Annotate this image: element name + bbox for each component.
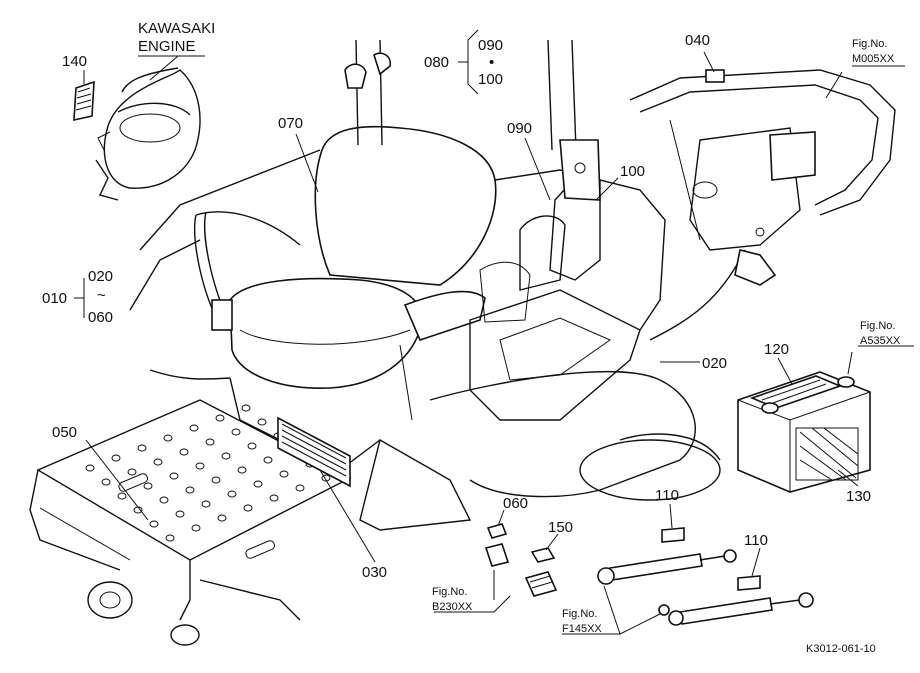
floor-hole bbox=[111, 454, 121, 462]
figref-a535-line2: A535XX bbox=[860, 335, 901, 347]
floor-hole bbox=[195, 462, 205, 470]
figref-m005-line1: Fig.No. bbox=[852, 38, 887, 50]
callout-100-top: 100 bbox=[478, 71, 503, 88]
floor-hole bbox=[117, 492, 127, 500]
seat-assembly bbox=[193, 125, 497, 421]
figref-b230-line1: Fig.No. bbox=[432, 586, 467, 598]
callout-120: 120 bbox=[764, 341, 789, 358]
floor-hole bbox=[153, 458, 163, 466]
floor-hole bbox=[231, 428, 241, 436]
callout-060: 060 bbox=[503, 495, 528, 512]
gas-struts bbox=[597, 527, 814, 626]
floor-hole bbox=[179, 448, 189, 456]
floor-hole bbox=[269, 494, 279, 502]
figref-a535-line1: Fig.No. bbox=[860, 320, 895, 332]
floor-hole bbox=[247, 442, 257, 450]
floor-hole bbox=[101, 478, 111, 486]
figref-b230-line2: B230XX bbox=[432, 601, 473, 613]
callout-040: 040 bbox=[685, 32, 710, 49]
floor-hole bbox=[85, 464, 95, 472]
panel-030 bbox=[277, 416, 351, 488]
floor-hole bbox=[169, 472, 179, 480]
leader-lines bbox=[74, 29, 914, 635]
figref-f145-line1: Fig.No. bbox=[562, 608, 597, 620]
floor-hole bbox=[263, 456, 273, 464]
callout-020-range-start: 020 bbox=[88, 268, 113, 285]
decal-140 bbox=[73, 70, 95, 122]
callout-030: 030 bbox=[362, 564, 387, 581]
floor-hole bbox=[201, 500, 211, 508]
callout-dot: • bbox=[489, 54, 494, 71]
floor-hole bbox=[149, 520, 159, 528]
floor-hole bbox=[215, 414, 225, 422]
floor-hole bbox=[237, 466, 247, 474]
floor-hole bbox=[279, 470, 289, 478]
engine-label-line2: ENGINE bbox=[138, 38, 196, 55]
floor-hole bbox=[295, 484, 305, 492]
floor-hole bbox=[165, 534, 175, 542]
engine-label-line1: KAWASAKI bbox=[138, 20, 215, 37]
callout-140: 140 bbox=[62, 53, 87, 70]
floor-hole bbox=[243, 504, 253, 512]
floor-hole bbox=[253, 480, 263, 488]
callout-150: 150 bbox=[548, 519, 573, 536]
floor-hole bbox=[257, 418, 267, 426]
floor-hole bbox=[159, 496, 169, 504]
floor-hole bbox=[227, 490, 237, 498]
floor-hole bbox=[137, 444, 147, 452]
floor-hole bbox=[189, 424, 199, 432]
floor-holes bbox=[85, 404, 331, 542]
callout-090: 090 bbox=[507, 120, 532, 137]
floor-hole bbox=[185, 486, 195, 494]
floor-hole bbox=[127, 468, 137, 476]
floor-hole bbox=[241, 404, 251, 412]
floor-hole bbox=[211, 476, 221, 484]
battery bbox=[737, 371, 871, 493]
floor-hole bbox=[143, 482, 153, 490]
callout-110-upper: 110 bbox=[655, 487, 679, 504]
figref-m005-line2: M005XX bbox=[852, 53, 895, 65]
small-parts bbox=[484, 523, 558, 597]
rear-frame bbox=[629, 69, 896, 341]
floor-hole bbox=[163, 434, 173, 442]
callout-010: 010 bbox=[42, 290, 67, 307]
callout-070: 070 bbox=[278, 115, 303, 132]
callout-range-tilde: ~ bbox=[97, 287, 106, 304]
engine-illustration bbox=[95, 55, 205, 201]
floor-hole bbox=[205, 438, 215, 446]
callout-100: 100 bbox=[620, 163, 645, 180]
callout-090-top: 090 bbox=[478, 37, 503, 54]
callout-080: 080 bbox=[424, 54, 449, 71]
floor-hole bbox=[191, 524, 201, 532]
diagram-code: K3012-061-10 bbox=[806, 643, 876, 655]
callout-130: 130 bbox=[846, 488, 871, 505]
floor-hole bbox=[217, 514, 227, 522]
callout-050: 050 bbox=[52, 424, 77, 441]
rops-posts bbox=[344, 39, 601, 201]
callout-020: 020 bbox=[702, 355, 727, 372]
floor-hole bbox=[175, 510, 185, 518]
callout-110-lower: 110 bbox=[744, 532, 768, 549]
callout-060-range-end: 060 bbox=[88, 309, 113, 326]
floor-hole bbox=[221, 452, 231, 460]
figref-f145-line2: F145XX bbox=[562, 623, 602, 635]
